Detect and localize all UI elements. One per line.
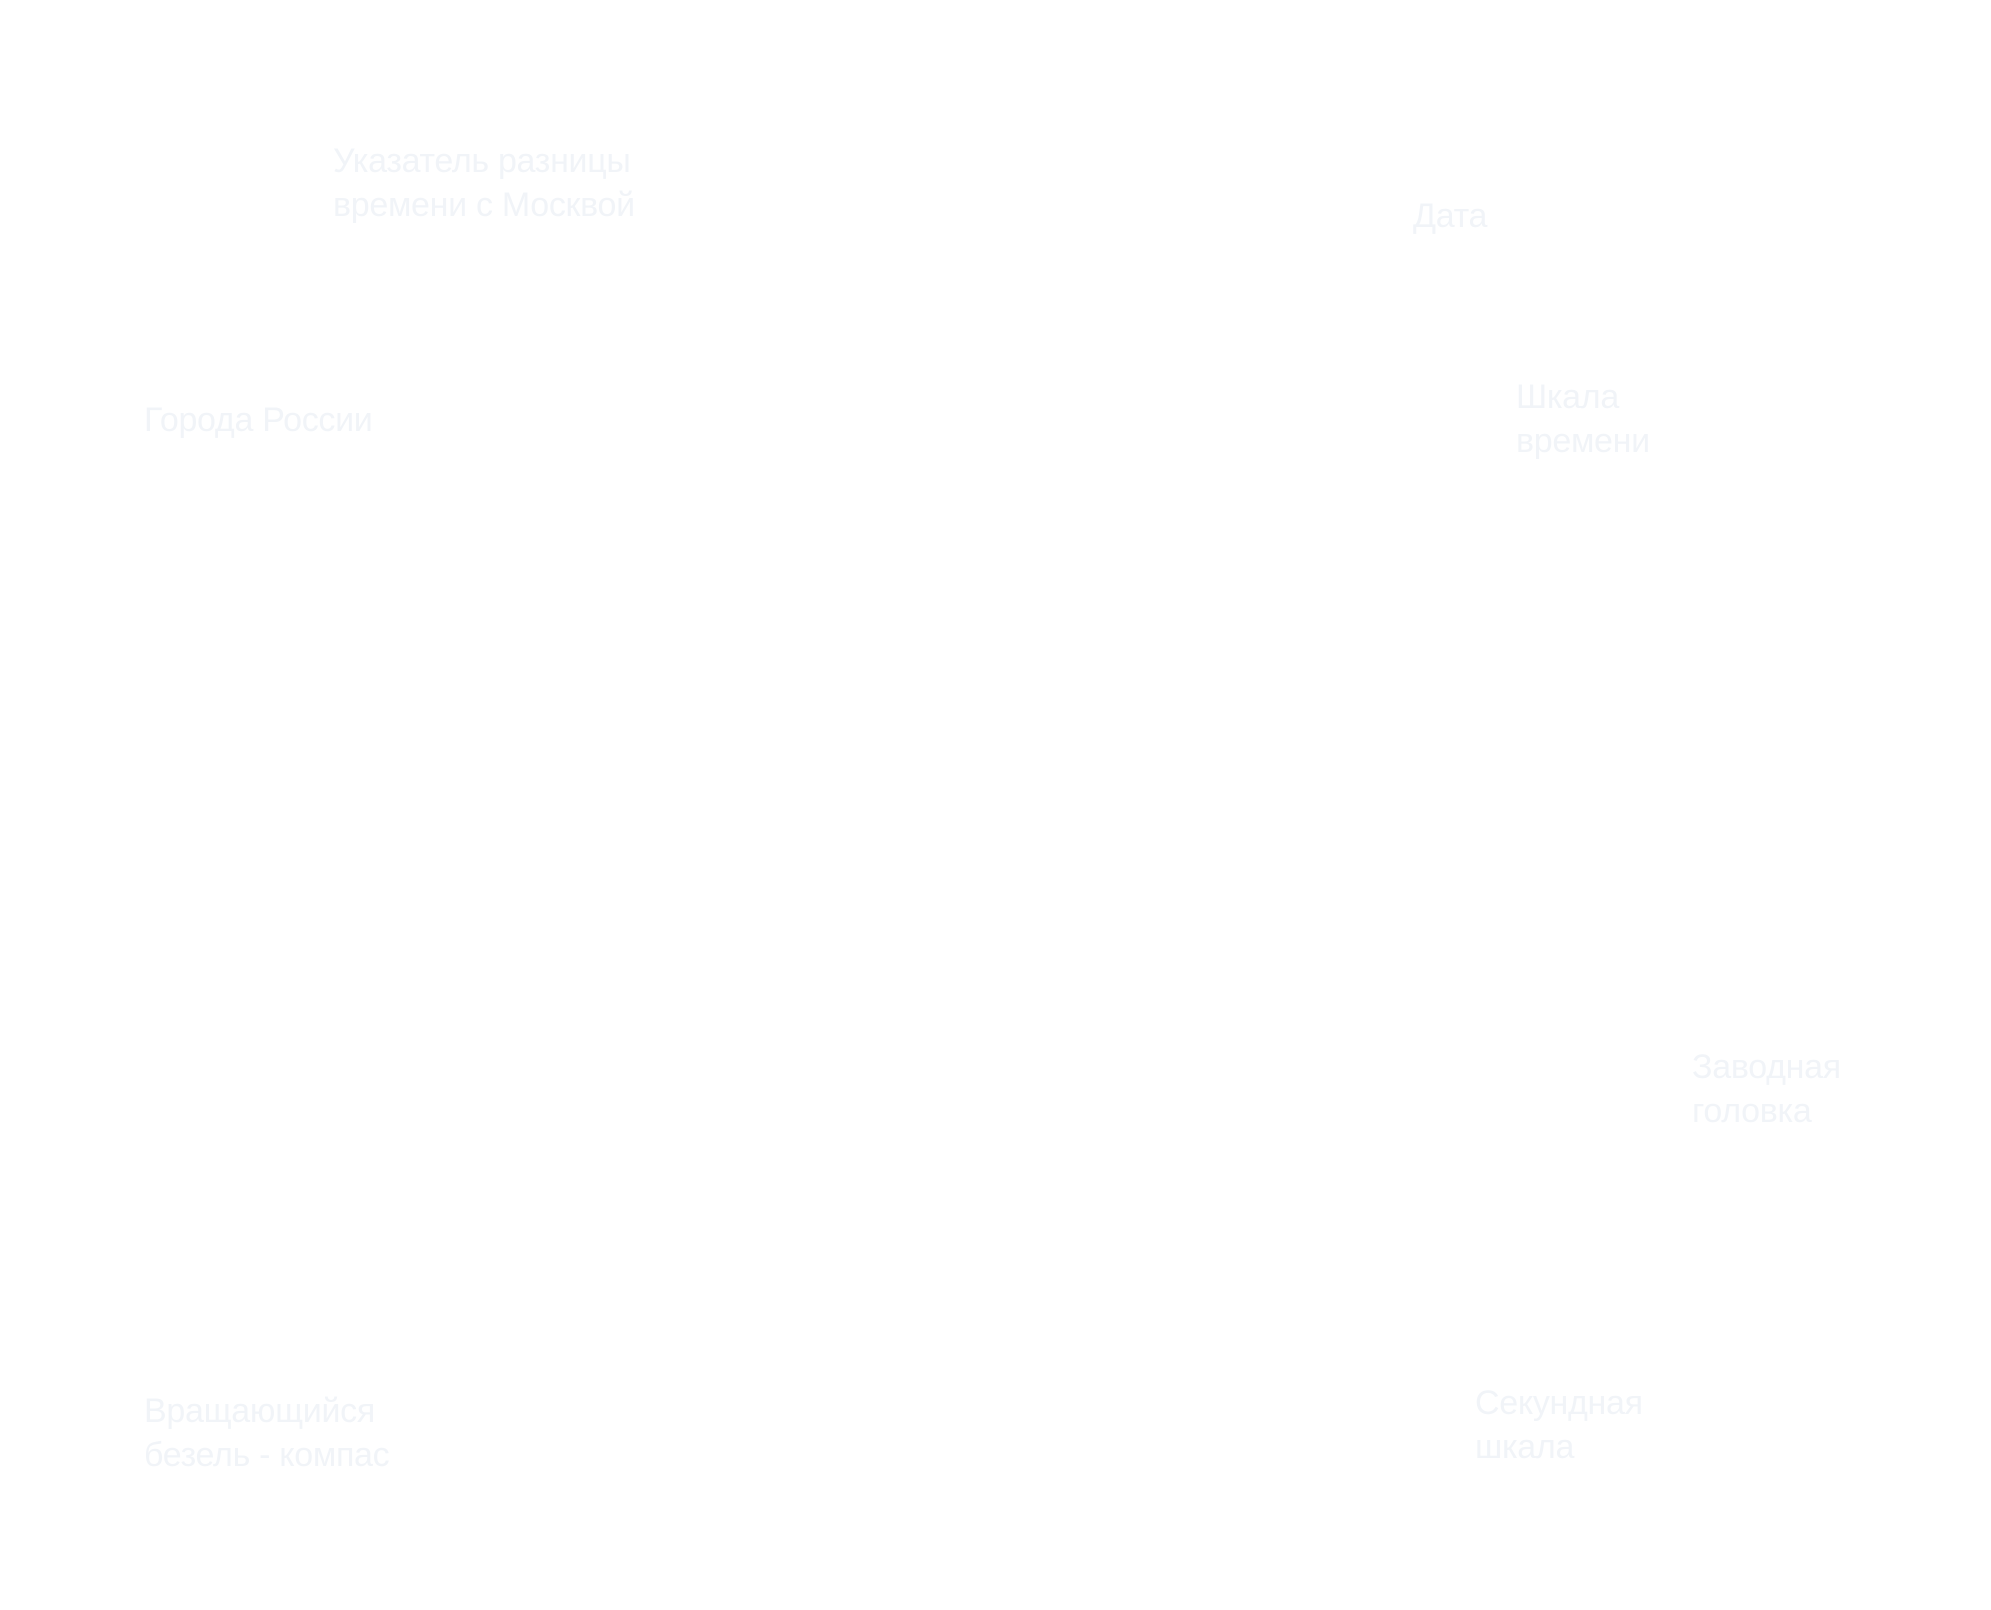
callout-winding-crown: Заводная головка bbox=[1692, 1045, 1841, 1133]
callout-line: Вращающийся bbox=[144, 1392, 375, 1430]
callout-line: Дата bbox=[1413, 197, 1488, 235]
callout-line: времени с Москвой bbox=[333, 186, 635, 224]
callout-line: Заводная bbox=[1692, 1048, 1841, 1086]
callout-line: Секундная bbox=[1475, 1384, 1643, 1422]
callout-seconds-scale: Секундная шкала bbox=[1475, 1381, 1643, 1469]
callout-line: времени bbox=[1516, 422, 1650, 460]
callout-line: Указатель разницы bbox=[333, 142, 631, 180]
callout-line: Города России bbox=[144, 401, 373, 439]
callout-time-scale: Шкала времени bbox=[1516, 375, 1650, 463]
callout-rotating-compass-bezel: Вращающийся безель - компас bbox=[144, 1389, 390, 1477]
callout-russian-cities: Города России bbox=[144, 398, 373, 442]
callout-line: Шкала bbox=[1516, 378, 1619, 416]
watch-image-area bbox=[430, 250, 1530, 1450]
callout-line: безель - компас bbox=[144, 1436, 390, 1474]
callout-line: головка bbox=[1692, 1092, 1812, 1130]
callout-line: шкала bbox=[1475, 1428, 1575, 1466]
callout-moscow-time-difference-indicator: Указатель разницы времени с Москвой bbox=[333, 139, 635, 227]
callout-date: Дата bbox=[1413, 194, 1487, 238]
